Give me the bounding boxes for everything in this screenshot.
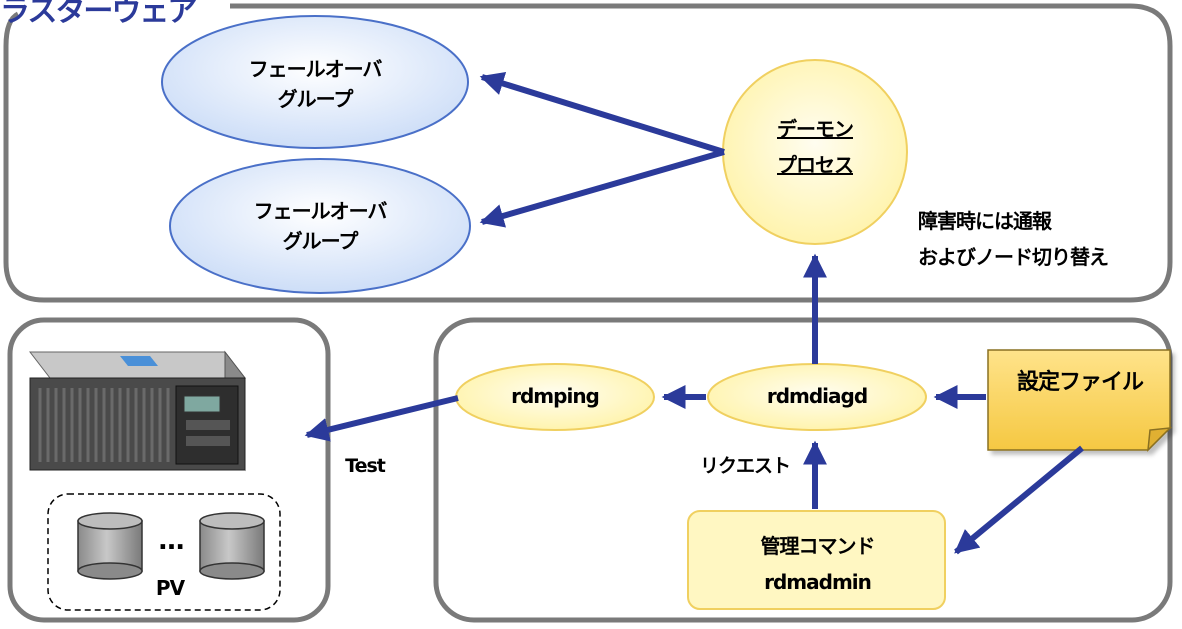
admin-command-line-2: rdmadmin <box>764 570 872 594</box>
pv-group <box>47 493 281 611</box>
daemon-process-line-2: プロセス <box>777 153 854 177</box>
daemon-process-line-1: デーモン <box>777 117 854 141</box>
arrow-config-to-admin <box>954 445 1084 555</box>
test-label: Test <box>345 455 386 477</box>
storage-frame <box>7 317 331 623</box>
failover-group-2-label: フェールオーバ グループ <box>220 196 420 256</box>
diag-frame <box>433 317 1173 623</box>
config-file-note <box>987 349 1173 453</box>
arrow-daemon-to-failover-2 <box>479 149 725 228</box>
config-file-label: 設定ファイル <box>1016 370 1144 395</box>
failover-group-2-line-1: フェールオーバ <box>253 199 388 223</box>
rdmdiagd-label: rdmdiagd <box>766 384 868 408</box>
failover-group-1-label: フェールオーバ グループ <box>215 54 415 114</box>
disk-cylinder-1-icon <box>77 512 143 580</box>
failover-group-1-line-1: フェールオーバ <box>248 57 383 81</box>
server-appliance-icon <box>28 350 247 472</box>
arrow-rdmping-to-server <box>304 395 459 442</box>
rdmping-label: rdmping <box>511 384 600 408</box>
admin-command-box <box>687 510 946 610</box>
failover-group-2-ellipse <box>169 158 471 294</box>
failure-notify-line-2: およびノード切り替え <box>918 245 1109 269</box>
failure-notify-text: 障害時には通報 およびノード切り替え <box>918 203 1148 275</box>
daemon-process-label: デーモン プロセス <box>755 111 875 183</box>
cluster-ware-title: ラスターウェア <box>0 0 197 29</box>
request-label: リクエスト <box>699 455 791 477</box>
failover-group-2-line-2: グループ <box>282 229 359 253</box>
disk-cylinder-2-icon <box>199 512 265 580</box>
pv-ellipsis: … <box>158 526 185 556</box>
pv-label: PV <box>155 576 185 600</box>
admin-command-label: 管理コマンド rdmadmin <box>690 528 945 600</box>
failure-notify-line-1: 障害時には通報 <box>918 209 1052 233</box>
cluster-frame <box>3 3 1173 303</box>
failover-group-1-line-2: グループ <box>277 87 354 111</box>
arrow-daemon-to-failover-1 <box>479 71 725 155</box>
failover-group-1-ellipse <box>161 15 469 149</box>
admin-command-line-1: 管理コマンド <box>760 534 876 558</box>
